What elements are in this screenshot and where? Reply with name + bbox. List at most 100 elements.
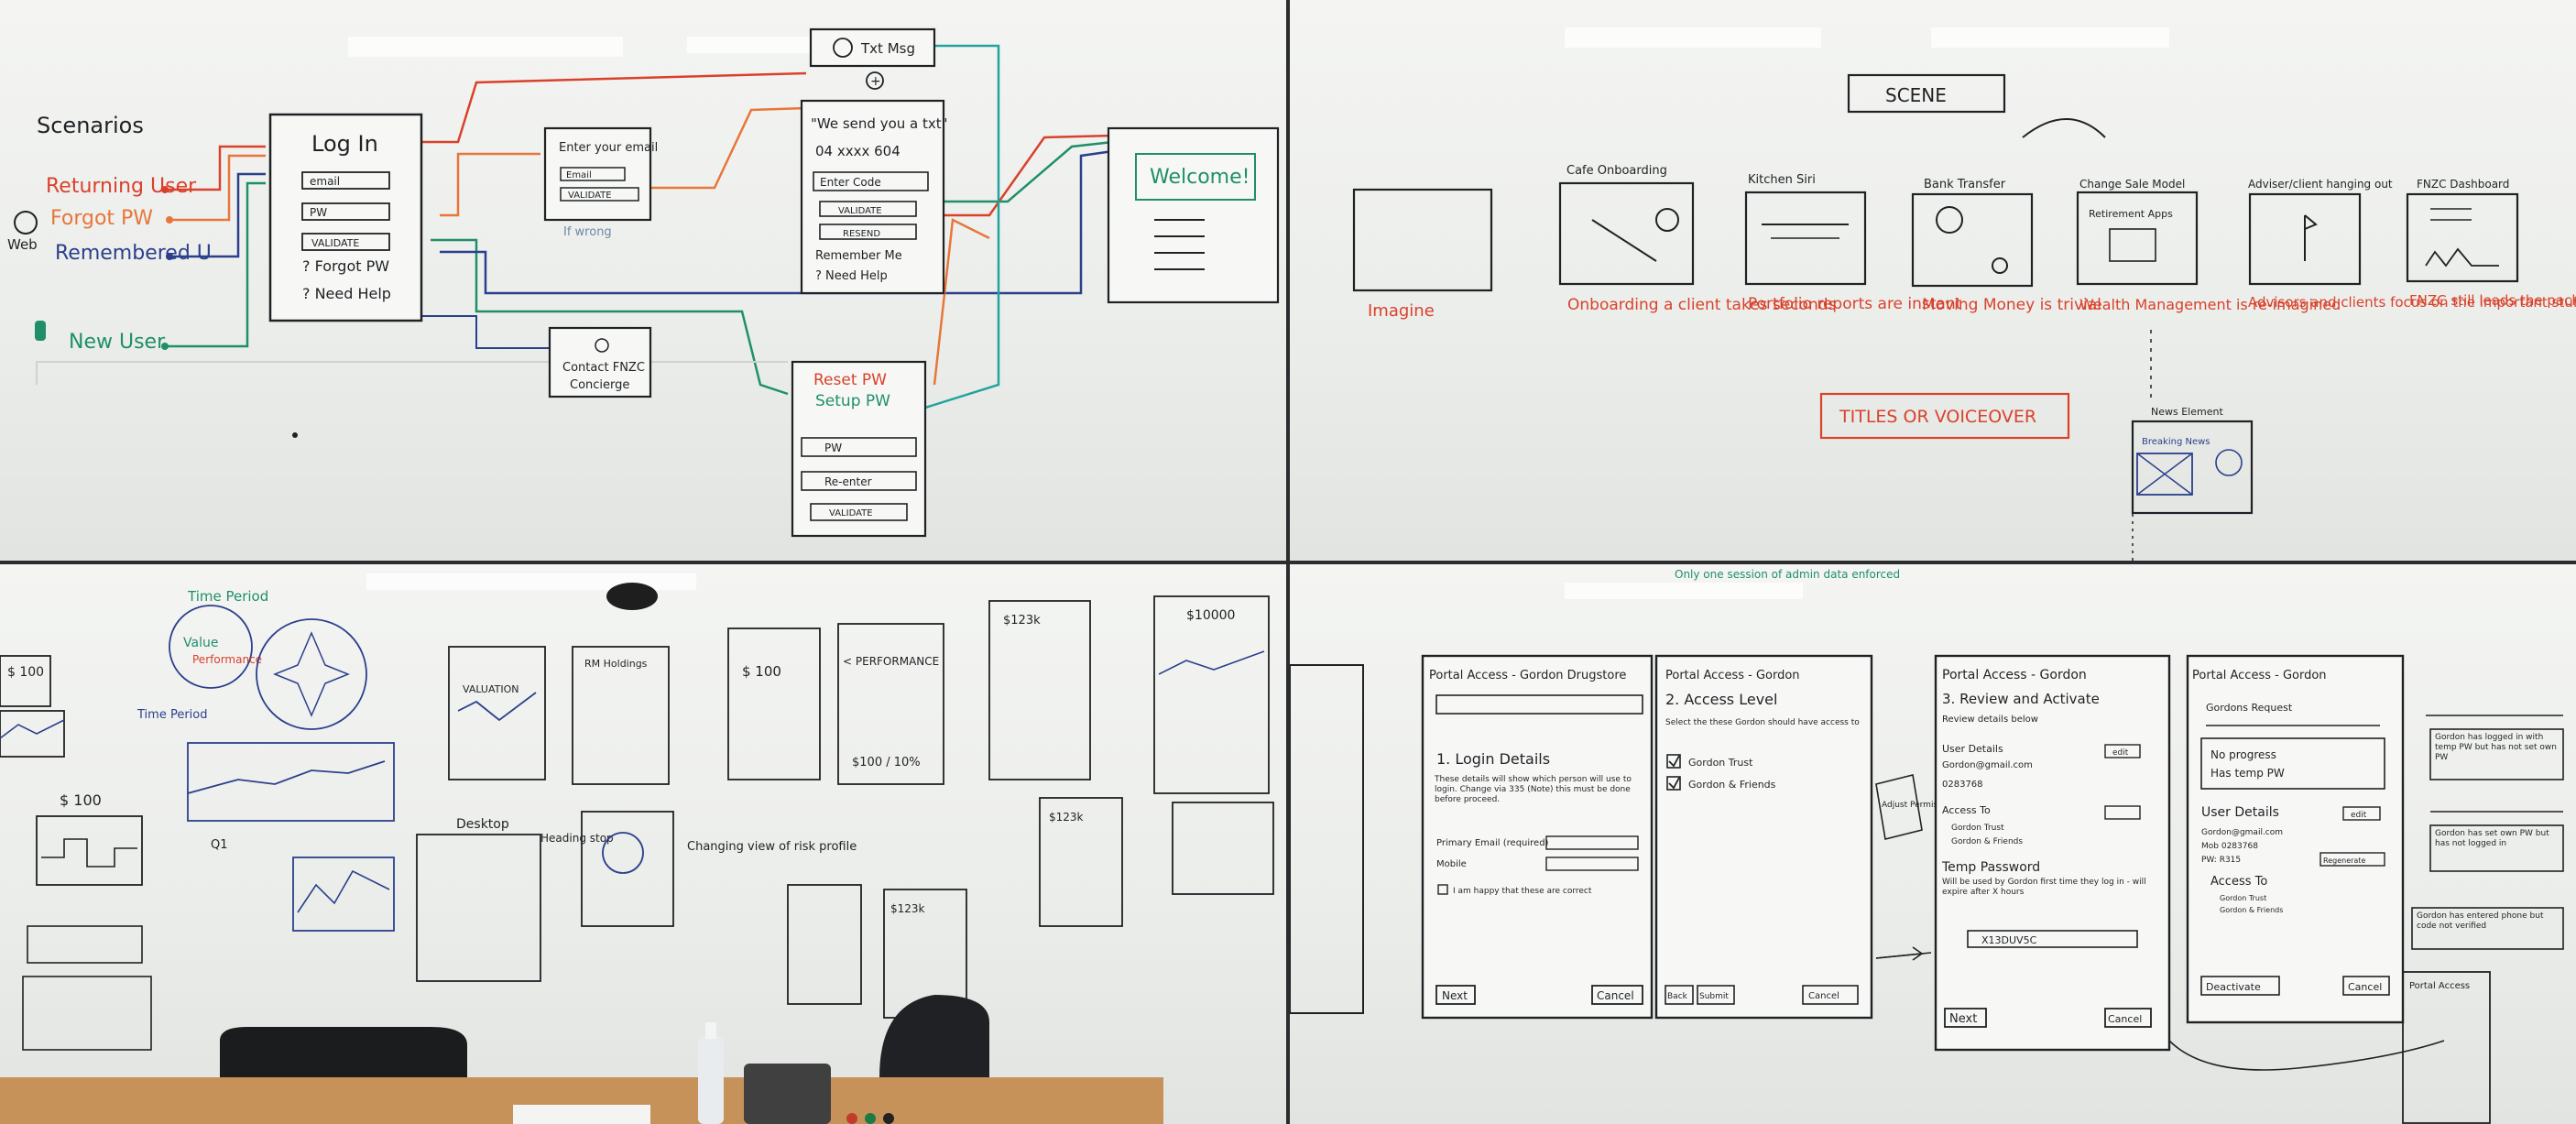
login-email: email xyxy=(310,175,340,188)
login-validate: VALIDATE xyxy=(311,237,359,249)
sent-text-screen-sketch xyxy=(800,99,945,295)
portal-screen-3-body: Review details below xyxy=(1942,715,2038,725)
dashboard-sketches-panel: Time Period Value Performance Time Perio… xyxy=(0,564,1286,1124)
money-label-1: $ 100 xyxy=(7,665,44,680)
office-chair-back xyxy=(220,1027,467,1077)
storyboard-frame-2 xyxy=(1558,181,1695,286)
portal-screen-3-code: X13DUV5C xyxy=(1981,934,2037,946)
frame-3-caption: Portfolio reports are instant xyxy=(1748,295,1962,313)
portal-screen-3-temp-note: Will be used by Gordon first time they l… xyxy=(1942,878,2146,897)
portal-screen-1-cancel: Cancel xyxy=(1597,989,1634,1002)
portal-screen-3-title: Portal Access - Gordon xyxy=(1942,668,2087,682)
concierge-line1: Contact FNZC xyxy=(562,361,645,375)
enter-email-field: Email xyxy=(566,170,592,180)
portal-screen-4-acc1: Gordon Trust xyxy=(2220,894,2266,902)
frame-2-title: Cafe Onboarding xyxy=(1566,164,1667,178)
frame-4-title: Bank Transfer xyxy=(1924,178,2006,191)
portal-screen-3-acc1: Gordon Trust xyxy=(1951,824,2004,833)
welcome-title: Welcome! xyxy=(1150,166,1250,189)
side-note-3: Gordon has entered phone but code not ve… xyxy=(2417,911,2544,931)
login-help: ? Need Help xyxy=(302,285,391,302)
storyboard-frame-1 xyxy=(1352,188,1493,292)
eraser xyxy=(606,583,658,610)
frame-1-caption: Imagine xyxy=(1368,301,1435,321)
reset-pw-field: PW xyxy=(824,442,842,454)
portal-screen-4-email: Gordon@gmail.com xyxy=(2201,828,2283,837)
small-screen xyxy=(2402,971,2491,1124)
titles-voiceover: TITLES OR VOICEOVER xyxy=(1839,407,2036,427)
storyboard-drawing: SCENE Imagine Cafe Onboarding Onboarding… xyxy=(1352,27,2576,561)
time-period-label-2: Time Period xyxy=(136,708,207,722)
frame-7-caption: FNZC still leads the pack xyxy=(2409,292,2576,309)
q1-label: Q1 xyxy=(211,838,228,852)
portal-screen-2-back: Back xyxy=(1667,992,1688,1001)
value-label: Value xyxy=(183,636,218,650)
news-element-frame xyxy=(2131,420,2254,515)
mobile-icon xyxy=(35,321,46,341)
portal-screen-4-cancel: Cancel xyxy=(2348,981,2382,993)
retirement-apps: Retirement Apps xyxy=(2089,208,2173,220)
sent-text-number: 04 xxxx 604 xyxy=(815,143,901,159)
portal-screen-1-checkbox: I am happy that these are correct xyxy=(1453,887,1592,896)
news-element-label: News Element xyxy=(2151,406,2223,418)
login-forgot: ? Forgot PW xyxy=(302,257,389,275)
portal-screen-3-acc2: Gordon & Friends xyxy=(1951,837,2023,846)
portal-screen-2-title: Portal Access - Gordon xyxy=(1665,669,1800,682)
portal-screen-1-section: 1. Login Details xyxy=(1436,750,1550,768)
portal-screen-3-access: Access To xyxy=(1942,804,1991,816)
frame-5-caption: Wealth Management is re-imagined xyxy=(2079,296,2341,313)
sent-text-validate: VALIDATE xyxy=(838,206,882,216)
text-message-title: Txt Msg xyxy=(860,40,915,57)
frame-7-title: FNZC Dashboard xyxy=(2417,178,2509,191)
reset-line1: Reset PW xyxy=(813,371,887,389)
performance-label: Performance xyxy=(192,653,262,666)
amount-label-2: $123k xyxy=(1003,614,1041,627)
small-screen-title: Portal Access xyxy=(2409,981,2470,991)
portal-screen-4-has-temp: Has temp PW xyxy=(2210,767,2285,780)
portal-screen-2 xyxy=(1654,654,1873,1020)
scene-title: SCENE xyxy=(1885,84,1947,106)
storyboard-frame-3 xyxy=(1744,191,1867,286)
adjust-permissions-note: Adjust Permissions xyxy=(1882,801,1959,810)
portal-screen-2-submit: Submit xyxy=(1699,992,1729,1001)
portal-screen-4-title: Portal Access - Gordon xyxy=(2192,669,2327,682)
scenario-new-user: New User xyxy=(69,331,166,354)
portal-screen-1-title: Portal Access - Gordon Drugstore xyxy=(1429,669,1626,682)
performance-bar-label: < PERFORMANCE xyxy=(843,655,939,668)
holdings-label: RM Holdings xyxy=(584,658,648,670)
reset-line2: Setup PW xyxy=(815,392,890,410)
desktop-label: Desktop xyxy=(456,817,509,832)
amount-label-1: $ 100 xyxy=(742,663,781,680)
sent-text-help: ? Need Help xyxy=(815,269,888,283)
amount-label-3: $123k xyxy=(1049,811,1084,824)
portal-screen-4-deactivate: Deactivate xyxy=(2206,981,2261,993)
paper-on-desk xyxy=(513,1105,650,1124)
dashboard-sketches-drawing: Time Period Value Performance Time Perio… xyxy=(0,573,1274,1124)
portal-screen-4-request: Gordons Request xyxy=(2206,702,2293,714)
sent-text-resend: RESEND xyxy=(843,229,880,239)
user-flow-panel: Scenarios Web Returning User Forgot PW R… xyxy=(0,0,1286,561)
storyboard-frame-6 xyxy=(2248,192,2362,286)
scenario-returning-user: Returning User xyxy=(46,175,197,198)
portal-screen-2-opt2: Gordon & Friends xyxy=(1688,779,1776,791)
portal-access-drawing: Only one session of admin data enforced … xyxy=(1290,568,2564,1124)
spray-bottle xyxy=(698,1036,724,1124)
sent-text-title: "We send you a txt" xyxy=(811,115,948,132)
enter-email-title: Enter your email xyxy=(559,141,658,155)
portal-screen-3-temp-pw: Temp Password xyxy=(1941,860,2040,875)
frame-6-caption: Advisors and clients focus on the import… xyxy=(2248,294,2576,311)
office-chair xyxy=(879,995,989,1077)
person-icon xyxy=(595,338,609,353)
storyboard-frame-4 xyxy=(1911,192,2034,288)
web-label: Web xyxy=(7,236,38,253)
percent-label: $100 / 10% xyxy=(852,756,921,769)
portal-screen-4-user-details: User Details xyxy=(2201,805,2279,820)
portal-screen-4 xyxy=(2186,654,2405,1024)
enter-email-screen-sketch xyxy=(543,126,652,222)
risk-profile-note: Changing view of risk profile xyxy=(687,840,857,854)
storyboard-frame-5 xyxy=(2076,191,2199,286)
sent-text-remember: Remember Me xyxy=(815,249,902,263)
login-pw: PW xyxy=(310,206,327,219)
phone-icon xyxy=(833,38,853,58)
portal-screen-1-field2: Mobile xyxy=(1436,859,1467,869)
